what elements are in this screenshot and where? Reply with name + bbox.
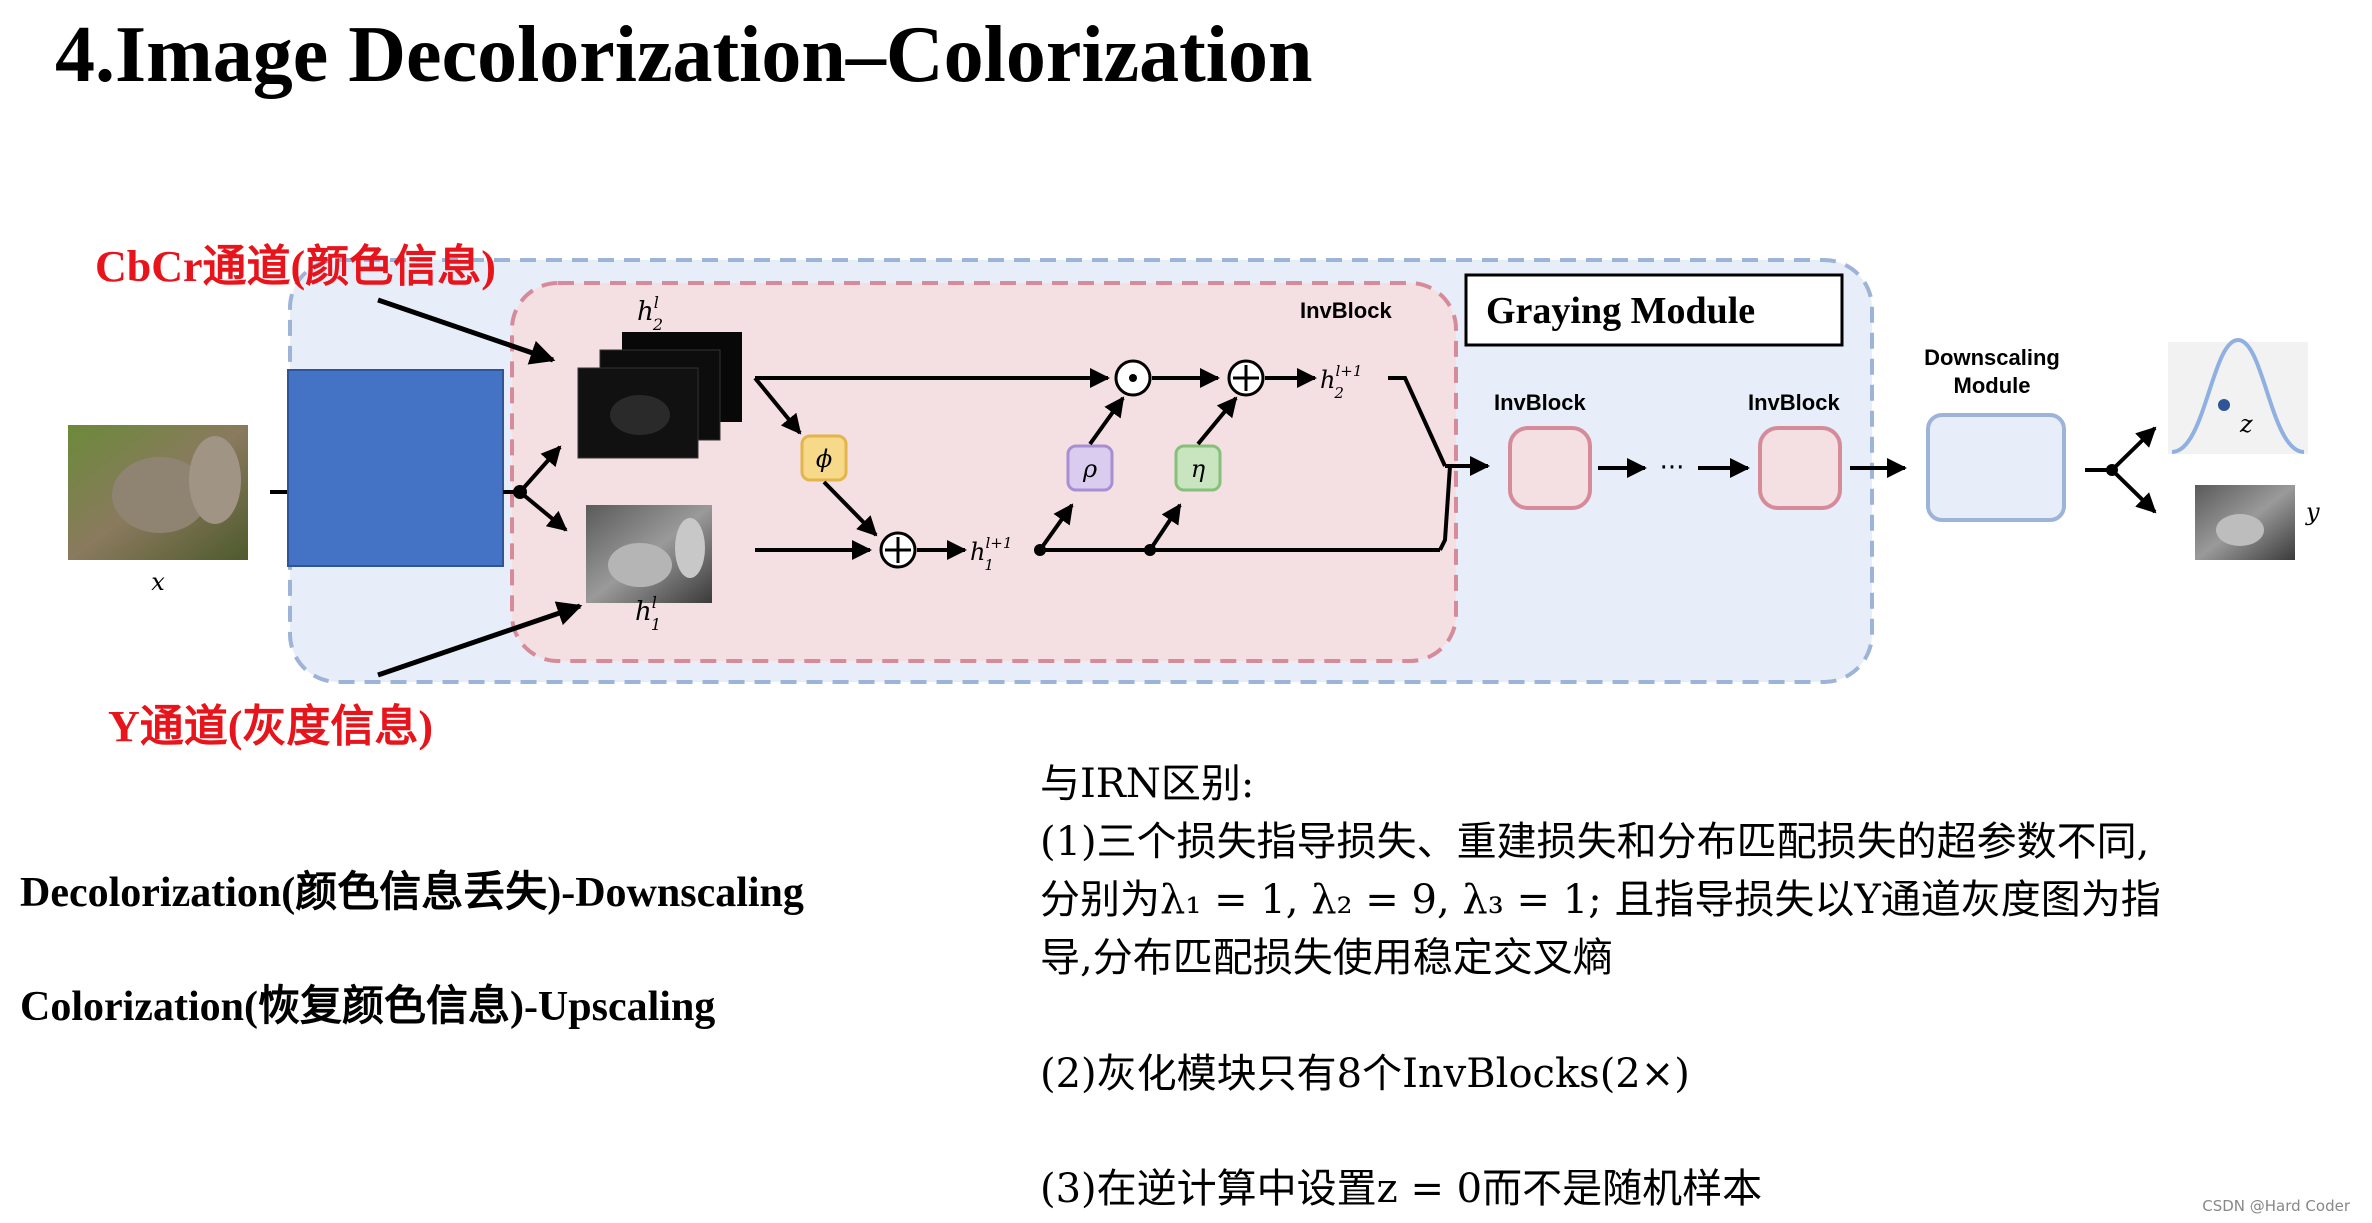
colorization-note: Colorization(恢复颜色信息)-Upscaling (20, 984, 716, 1030)
z-label: z (2239, 410, 2253, 438)
downscaling-label-line1: Downscaling (1924, 345, 2060, 370)
difference-2: (2)灰化模块只有8个InvBlocks(2×) (1040, 1051, 1690, 1097)
invblock-detail-container (510, 281, 1458, 663)
eta-function-box (1174, 444, 1222, 492)
downscaling-module (1926, 413, 2066, 522)
svg-text:η: η (1191, 455, 1206, 483)
watermark: CSDN @Hard Coder (2202, 1197, 2350, 1215)
invblock-1-label: InvBlock (1494, 390, 1586, 415)
difference-1-line2: 分别为λ₁ = 1, λ₂ = 9, λ₃ = 1; 且指导损失以Y通道灰度图为… (1040, 877, 2161, 923)
invblock-2-label: InvBlock (1748, 390, 1840, 415)
invblock-2 (1758, 426, 1842, 510)
downscaling-label-line2: Module (1954, 373, 2031, 398)
cbcr-channel-label: CbCr通道(颜色信息) (95, 242, 496, 291)
graying-module-label: Graying Module (1486, 290, 1755, 332)
invblock-1 (1508, 426, 1592, 510)
ellipsis: ··· (1660, 453, 1685, 483)
difference-3: (3)在逆计算中设置z = 0而不是随机样本 (1040, 1166, 1763, 1212)
y-channel-label: Y通道(灰度信息) (108, 702, 434, 751)
rho-function-box (1066, 444, 1114, 492)
decolorization-note: Decolorization(颜色信息丢失)-Downscaling (20, 870, 804, 916)
page-title: 4.Image Decolorization–Colorization (55, 11, 1313, 99)
x-label: x (151, 568, 165, 596)
y-label: y (2305, 498, 2320, 526)
graying-module-label-box (1464, 273, 1844, 347)
differences-heading: 与IRN区别: (1040, 761, 1255, 807)
difference-1-line1: (1)三个损失指导损失、重建损失和分布匹配损失的超参数不同, (1040, 819, 2150, 865)
color-space-transform-block (287, 369, 504, 567)
svg-text:ρ: ρ (1082, 455, 1097, 483)
phi-function-box (800, 434, 848, 482)
difference-1-line3: 导,分布匹配损失使用稳定交叉熵 (1040, 935, 1613, 981)
invblock-title: InvBlock (1300, 298, 1392, 323)
svg-text:ϕ: ϕ (816, 445, 832, 473)
